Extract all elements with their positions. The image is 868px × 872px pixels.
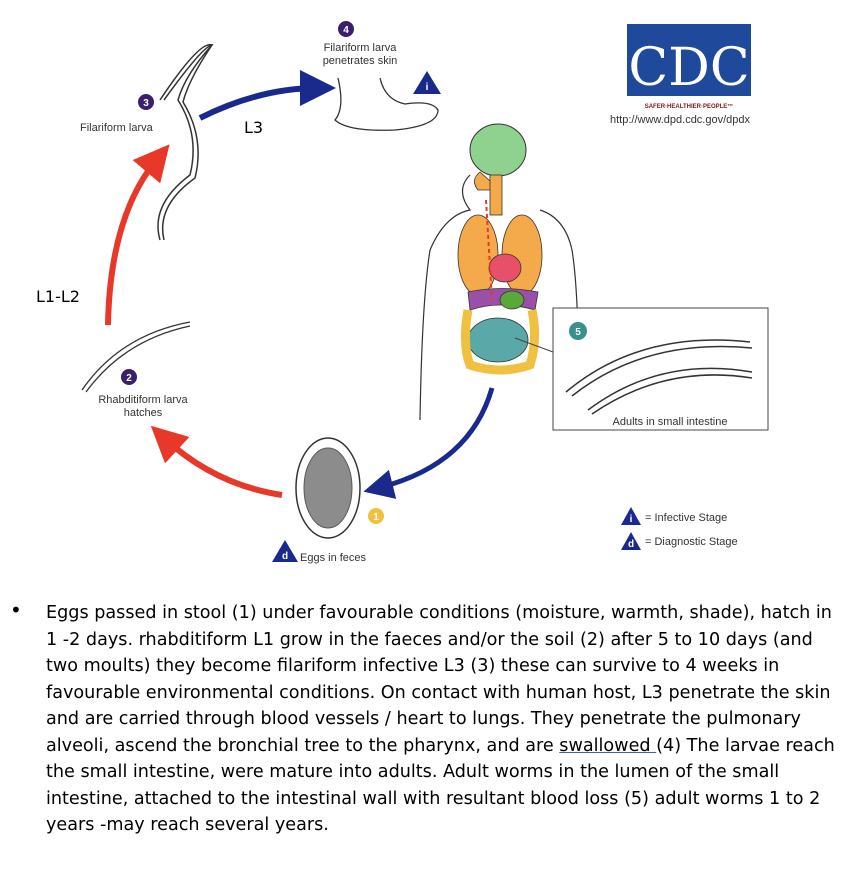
adult-worms-drawing xyxy=(565,339,753,415)
stage-4-label-line2: penetrates skin xyxy=(323,55,398,67)
stage-5-label: Adults in small intestine xyxy=(613,416,728,428)
arrow-intestine-to-feces xyxy=(363,387,495,499)
foot-drawing xyxy=(334,77,439,131)
stage-4-label-line1: Filariform larva xyxy=(324,42,398,54)
arrow-l2-to-l3 xyxy=(105,144,170,326)
legend: i = Infective Stage d = Diagnostic Stage xyxy=(621,507,738,550)
stage-3-label: Filariform larva xyxy=(80,122,154,134)
legend-infective: = Infective Stage xyxy=(645,512,727,524)
stage-5-badge xyxy=(569,322,587,340)
arrow-l3-to-skin xyxy=(198,70,336,121)
caption-underlined: swallowed xyxy=(559,735,657,756)
svg-text:d: d xyxy=(282,551,288,562)
svg-text:i: i xyxy=(426,82,429,93)
stage-4-badge xyxy=(338,21,354,37)
stage-1-number: 1 xyxy=(373,512,379,523)
stage-2-label-line2: hatches xyxy=(124,407,163,419)
l1-l2-annotation: L1-L2 xyxy=(36,287,80,306)
stage-1-badge xyxy=(368,508,384,524)
filariform-larva-drawing xyxy=(157,43,214,241)
stage-2-label-line1: Rhabditiform larva xyxy=(98,394,188,406)
rhabditiform-larva-drawing xyxy=(81,321,191,393)
cdc-logo: CDC SAFER·HEALTHIER·PEOPLE™ http://www.d… xyxy=(610,24,751,126)
arrow-egg-to-l1 xyxy=(150,425,283,498)
stage-1-label: Eggs in feces xyxy=(300,552,367,564)
cdc-logo-text: CDC xyxy=(628,38,749,98)
svg-text:i: i xyxy=(630,514,633,525)
stage-2-badge xyxy=(121,369,137,385)
bullet-marker: • xyxy=(10,598,22,622)
svg-text:d: d xyxy=(628,539,634,550)
stage-3-badge xyxy=(138,94,154,110)
l3-annotation: L3 xyxy=(244,118,263,137)
stage-3-number: 3 xyxy=(143,98,149,109)
cdc-tagline: SAFER·HEALTHIER·PEOPLE™ xyxy=(645,103,734,110)
caption-text: Eggs passed in stool (1) under favourabl… xyxy=(46,603,835,835)
infective-stage-icon xyxy=(413,71,441,94)
stage-4-number: 4 xyxy=(343,25,349,36)
stage-2-number: 2 xyxy=(126,373,132,384)
cdc-url: http://www.dpd.cdc.gov/dpdx xyxy=(610,114,751,126)
human-body-drawing xyxy=(419,123,579,421)
diagnostic-stage-icon xyxy=(272,540,298,562)
legend-diagnostic: = Diagnostic Stage xyxy=(645,536,738,548)
life-cycle-diagram: CDC SAFER·HEALTHIER·PEOPLE™ http://www.d… xyxy=(36,21,769,564)
stage-5-number: 5 xyxy=(575,327,581,338)
